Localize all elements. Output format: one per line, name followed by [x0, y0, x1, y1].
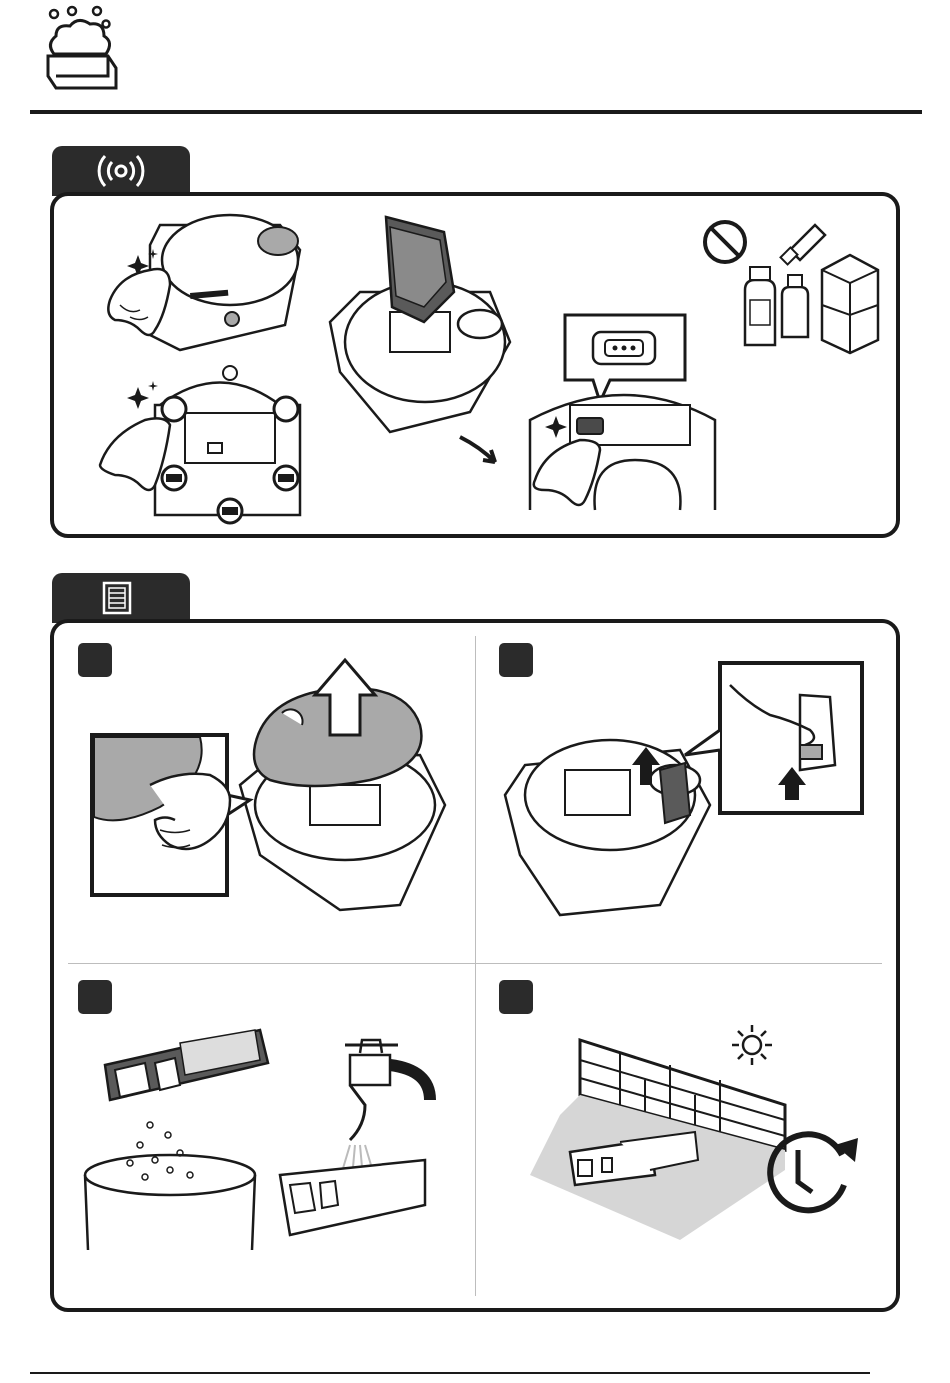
rinse-filter-illustration: [80, 1025, 440, 1260]
remove-filter-illustration: [500, 655, 870, 920]
panel-vertical-divider: [475, 636, 476, 1296]
panel-horizontal-divider: [68, 963, 882, 964]
footer-rule: [30, 1372, 870, 1374]
sensor-icon: [96, 154, 146, 188]
step-3-marker: [78, 980, 112, 1014]
tab-filter: [52, 573, 190, 623]
sun-icon: [732, 1025, 772, 1065]
header-rule: [30, 110, 922, 114]
open-cover-illustration: [90, 655, 450, 920]
soap-bubbles-icon: [42, 6, 122, 98]
filter-icon: [102, 581, 132, 615]
wipe-top-sensor-illustration: [90, 205, 310, 365]
wipe-bottom-sensors-illustration: [90, 365, 320, 530]
dry-filter-illustration: [520, 1020, 870, 1260]
wipe-charging-contacts-illustration: [525, 310, 725, 515]
no-chemicals-illustration: [700, 215, 885, 360]
tab-sensors: [52, 146, 190, 196]
step-4-marker: [499, 980, 533, 1014]
clock-icon: [770, 1134, 858, 1210]
remove-dustbin-illustration: [320, 212, 520, 482]
